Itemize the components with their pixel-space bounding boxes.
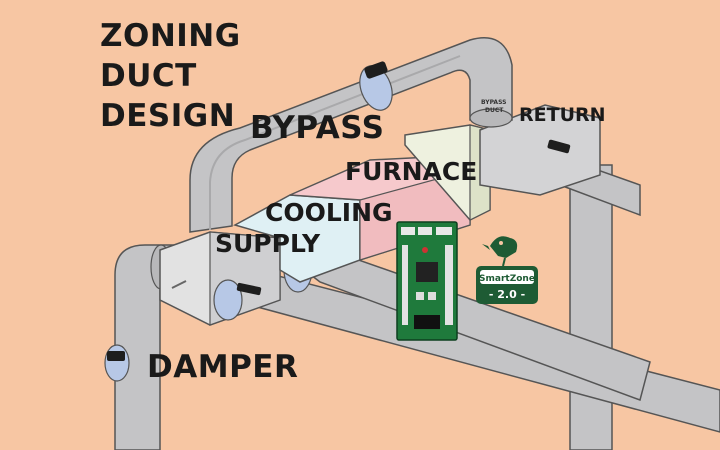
label-furnace: FURNACE [345,157,477,186]
smartzone-brand: SmartZone [479,274,535,284]
smartzone-version: - 2.0 - [489,288,525,301]
label-cooling: COOLING [265,198,393,227]
return-drop-pipe [569,164,613,450]
title-line-1: ZONING [100,18,241,54]
label-bypass-duct-1: BYPASS [481,99,506,106]
left-damper [104,344,130,382]
supply-damper-lower [213,279,262,321]
bypass-damper [359,61,393,111]
return-damper [547,139,571,154]
bypass-duct-pipe [189,37,513,233]
smartzone-logo: SmartZone - 2.0 - [476,236,538,304]
return-plenum [479,104,601,196]
label-supply: SUPPLY [215,229,321,258]
title-line-3: DESIGN [100,98,235,134]
title-line-2: DUCT [100,58,197,94]
zoning-control-board [396,221,458,341]
label-bypass: BYPASS [250,110,385,146]
label-damper: DAMPER [147,349,298,385]
label-return: RETURN [519,104,606,126]
label-bypass-duct-2: DUCT [485,107,504,114]
